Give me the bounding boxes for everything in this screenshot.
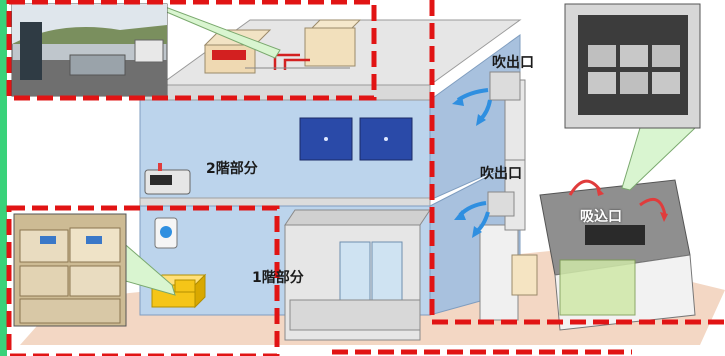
airflow-arrow-lower-b-head xyxy=(472,226,482,238)
cargo-box-side xyxy=(194,273,206,309)
intake-arrow-left-head xyxy=(596,186,604,196)
inlet-label: 吸込口 xyxy=(580,209,622,225)
meter-lamp xyxy=(158,163,162,171)
outdoor-site-photo xyxy=(11,3,168,97)
roof-unit2-body xyxy=(304,27,356,67)
photo-box-b xyxy=(69,227,121,263)
photo-fence xyxy=(69,54,126,76)
inner-room-base xyxy=(289,299,421,331)
window-dot-left xyxy=(324,137,328,141)
photo-unit-cell-6 xyxy=(652,72,680,94)
airflow-arrow-lower-a-head xyxy=(454,210,466,220)
intake-arrow-left xyxy=(568,179,602,196)
photo-box-d xyxy=(69,265,121,297)
floor-slab xyxy=(139,197,431,207)
photo-unit-cell-3 xyxy=(652,45,680,67)
stacked-boxes-photo xyxy=(13,213,127,327)
photo-hill xyxy=(12,25,167,44)
photo-unit-cell-5 xyxy=(620,72,648,94)
photo-box-label-a xyxy=(40,236,56,244)
unit-interior-photo xyxy=(564,3,701,129)
cargo-box-stacked xyxy=(174,279,196,293)
inner-room-top xyxy=(284,209,431,226)
photo-unit-cell-2 xyxy=(620,45,648,67)
meter-display xyxy=(150,175,172,185)
glass-door-left xyxy=(339,241,371,308)
photo-unit-cell-1 xyxy=(588,45,616,67)
intake-arrow-right-head xyxy=(660,212,668,222)
outlet-upper-box xyxy=(489,71,521,101)
outlet-lower-label: 吹出口 xyxy=(480,166,522,182)
left-accent-strip xyxy=(0,0,7,356)
floor2-label: 2階部分 xyxy=(206,161,258,177)
glass-door-right xyxy=(371,241,403,308)
inlet-grille xyxy=(585,225,645,245)
filter-block xyxy=(559,259,636,316)
photo-box-label-b xyxy=(86,236,102,244)
photo-wall-panel xyxy=(20,22,42,80)
sensor-dial xyxy=(160,226,172,238)
floor1-label: 1階部分 xyxy=(252,270,304,286)
duct-flex-joint xyxy=(511,254,538,296)
photo-box-c xyxy=(19,265,69,297)
callout-wedge-inlet xyxy=(621,127,697,191)
dashed-roof-region xyxy=(6,0,377,101)
photo-cabinet xyxy=(134,39,164,63)
dashed-region-outlines xyxy=(6,0,725,356)
outlet-upper-label: 吹出口 xyxy=(492,55,534,71)
airflow-arrow-upper-a-head xyxy=(452,96,464,106)
intake-arrow-right xyxy=(639,197,667,216)
airflow-arrow-upper-b-head xyxy=(476,114,486,126)
photo-box-a xyxy=(19,229,69,263)
photo-box-e xyxy=(19,298,121,324)
outlet-lower-box xyxy=(487,191,515,217)
roof-unit-label-plate xyxy=(212,50,246,60)
photo-unit-cell-4 xyxy=(588,72,616,94)
window-dot-right xyxy=(384,137,388,141)
